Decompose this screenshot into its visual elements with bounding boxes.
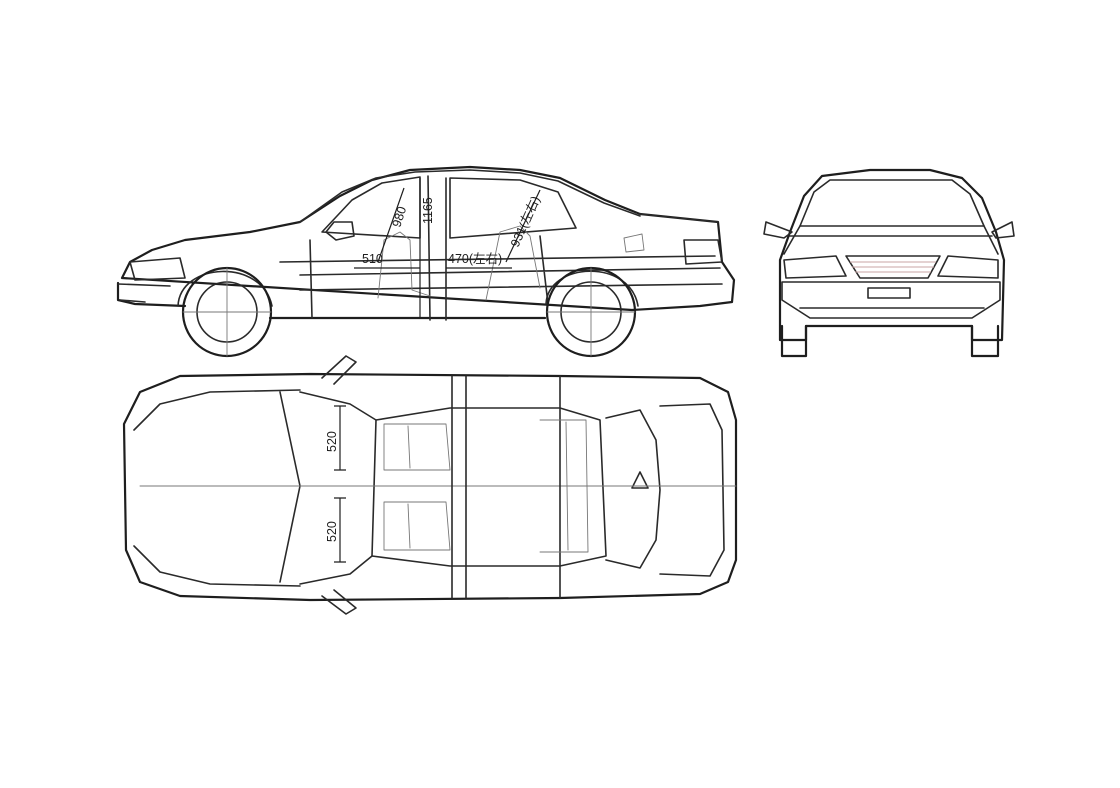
front-body-outline <box>778 168 1006 342</box>
top-mirror-left <box>321 355 357 385</box>
top-rear-window <box>605 409 661 569</box>
side-tail-light <box>639 213 723 265</box>
top-trunk-emblem <box>631 471 649 489</box>
front-grille-stripes <box>850 261 936 273</box>
interior-height-label: 1165 <box>421 197 435 224</box>
front-headlights <box>783 255 999 279</box>
front-tires <box>780 324 1000 358</box>
side-front-fascia <box>117 257 186 303</box>
top-door-lines <box>451 375 561 599</box>
top-mirror-right <box>321 589 357 615</box>
side-fuel-door <box>623 233 645 253</box>
top-roof <box>371 407 607 567</box>
front-legroom-label: 510 <box>362 252 383 266</box>
side-roof-line <box>299 169 641 223</box>
side-wheel-arch-front <box>177 270 273 307</box>
rear-seat-width-label: 520 <box>325 521 339 542</box>
side-front-seat <box>377 231 431 299</box>
side-mirror <box>325 221 355 241</box>
rear-legroom-label: 470(左右) <box>448 251 502 266</box>
side-window-rear <box>449 177 577 239</box>
side-wheel-arch-rear <box>545 270 639 307</box>
top-hood-lines <box>133 389 301 587</box>
front-hood <box>783 225 999 255</box>
top-dim-front-width-line <box>334 405 346 471</box>
side-rear-seat <box>485 225 541 301</box>
top-body-outline <box>122 372 738 602</box>
front-windshield <box>799 179 985 227</box>
top-rear-seat <box>539 419 589 553</box>
front-headroom-label: 980 <box>390 205 410 229</box>
front-view <box>763 168 1015 358</box>
side-window-front <box>321 176 421 239</box>
side-body-outline <box>116 165 736 320</box>
front-grille <box>845 255 941 279</box>
side-dim-rear-head-line <box>505 189 541 263</box>
front-seat-width-label: 520 <box>325 431 339 452</box>
top-dim-rear-width-line <box>334 497 346 563</box>
front-mirror-right <box>991 221 1015 239</box>
side-rim-rear-cross <box>546 267 636 357</box>
side-door-lines <box>279 235 723 319</box>
rear-headroom-label: 931(左右) <box>507 194 543 250</box>
top-trunk <box>659 403 725 577</box>
top-front-seat-left <box>383 423 451 471</box>
front-mirror-left <box>763 221 793 239</box>
top-windshield <box>299 391 377 585</box>
side-dim-front-head-line <box>377 187 405 263</box>
side-view: 510 470(左右) 980 1165 931(左右) <box>116 165 736 358</box>
side-rim-front-cross <box>182 267 272 357</box>
top-view: 520 520 <box>122 355 738 615</box>
front-bumper <box>781 281 1001 319</box>
top-front-seat-right <box>383 501 451 551</box>
